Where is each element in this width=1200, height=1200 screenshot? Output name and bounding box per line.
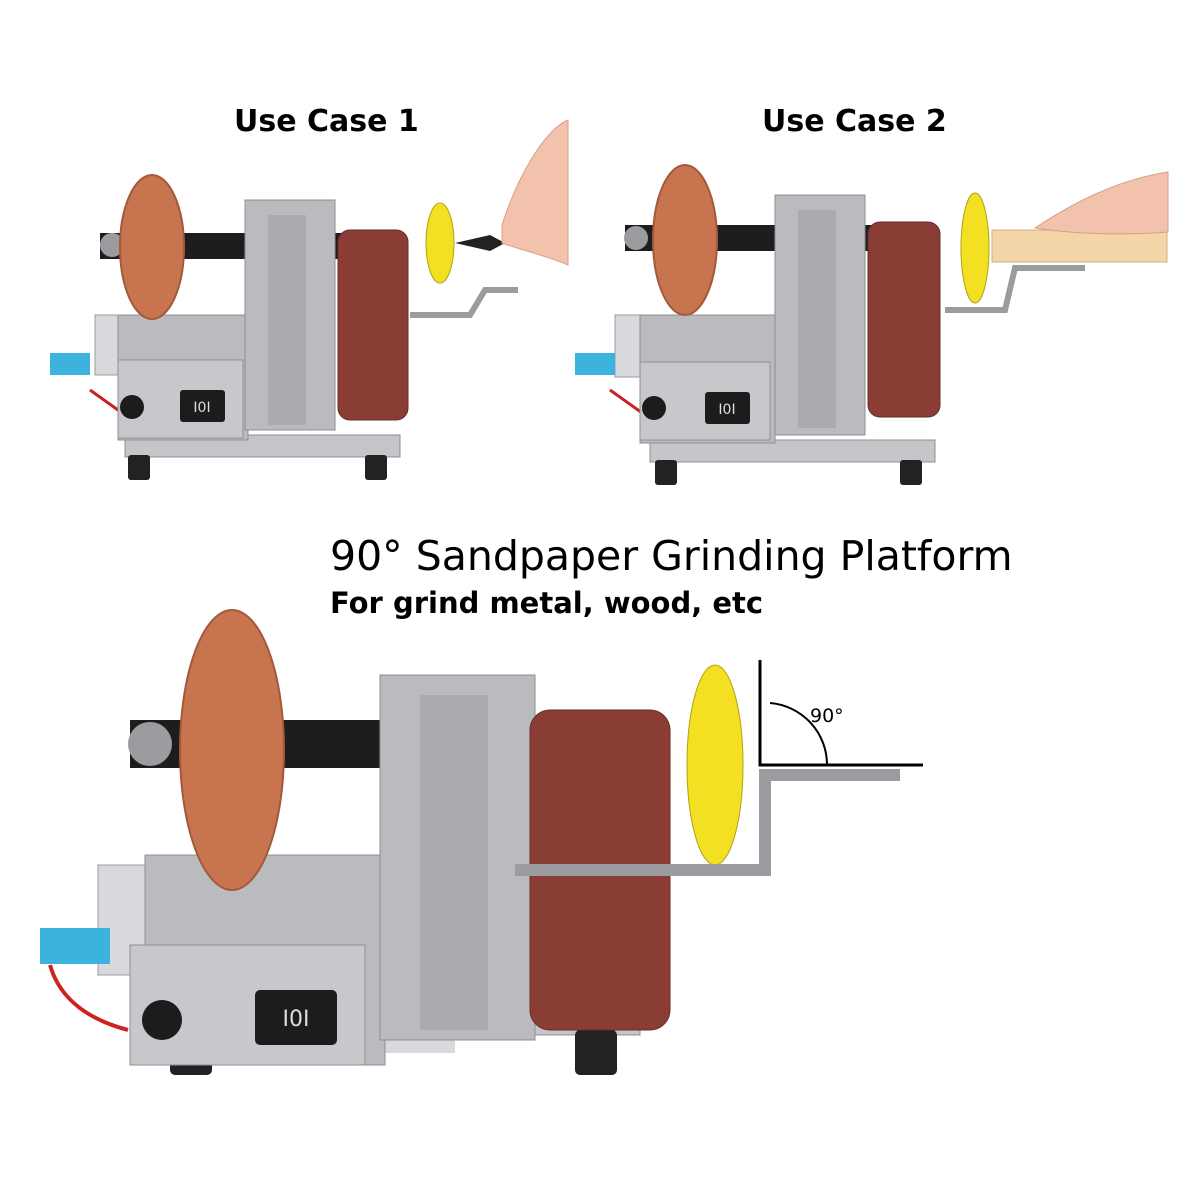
- grinding-platform: [515, 769, 900, 876]
- wood-workpiece: [991, 229, 1168, 263]
- rubber-foot: [128, 455, 150, 480]
- connector: [50, 353, 90, 375]
- base-plate: [649, 439, 936, 463]
- grinding-wheel: [652, 164, 718, 316]
- main-machine-illustration: I0I: [40, 609, 900, 1075]
- hand: [501, 119, 569, 266]
- nut: [128, 722, 172, 766]
- nut: [100, 233, 124, 257]
- frame-slot: [420, 695, 488, 1030]
- rubber-foot: [365, 455, 387, 480]
- power-jack: [120, 395, 144, 419]
- wire: [48, 964, 129, 1032]
- use-case-2-machine-illustration: I0I: [575, 164, 1169, 485]
- connector: [40, 928, 110, 964]
- drill-bit: [455, 235, 505, 251]
- rubber-foot: [575, 1030, 617, 1075]
- sanding-pad: [686, 664, 744, 866]
- frame-slot: [268, 215, 306, 425]
- nut: [624, 226, 648, 250]
- use-case-2-label: Use Case 2: [762, 104, 947, 139]
- power-jack: [142, 1000, 182, 1040]
- switch-label: I0I: [283, 1007, 310, 1032]
- rocker-switch: [705, 392, 750, 424]
- frame-slot: [798, 210, 836, 428]
- right-angle-lines: [758, 660, 923, 767]
- angle-label: 90°: [810, 705, 844, 727]
- use-case-1-machine-illustration: I0I: [50, 119, 569, 480]
- main-title: 90° Sandpaper Grinding Platform: [330, 532, 1013, 580]
- grinding-wheel: [119, 174, 185, 320]
- wire: [609, 388, 646, 417]
- main-subtitle: For grind metal, wood, etc: [330, 586, 764, 620]
- sanding-belt: [337, 229, 409, 421]
- power-jack: [642, 396, 666, 420]
- switch-label: I0I: [718, 402, 735, 418]
- rocker-switch: [255, 990, 337, 1045]
- hand: [1033, 171, 1169, 235]
- rubber-foot: [655, 460, 677, 485]
- sanding-pad: [425, 202, 455, 284]
- grinding-wheel: [179, 609, 285, 891]
- sanding-pad: [960, 192, 990, 304]
- connector: [575, 353, 615, 375]
- grinding-platform: [410, 287, 518, 318]
- use-case-1-label: Use Case 1: [234, 104, 419, 139]
- grinding-platform: [945, 265, 1085, 313]
- rubber-foot: [900, 460, 922, 485]
- rocker-switch: [180, 390, 225, 422]
- switch-label: I0I: [193, 400, 210, 416]
- angle-arc: [769, 702, 829, 766]
- sanding-belt: [867, 221, 941, 418]
- right-angle-indicator: [758, 660, 923, 767]
